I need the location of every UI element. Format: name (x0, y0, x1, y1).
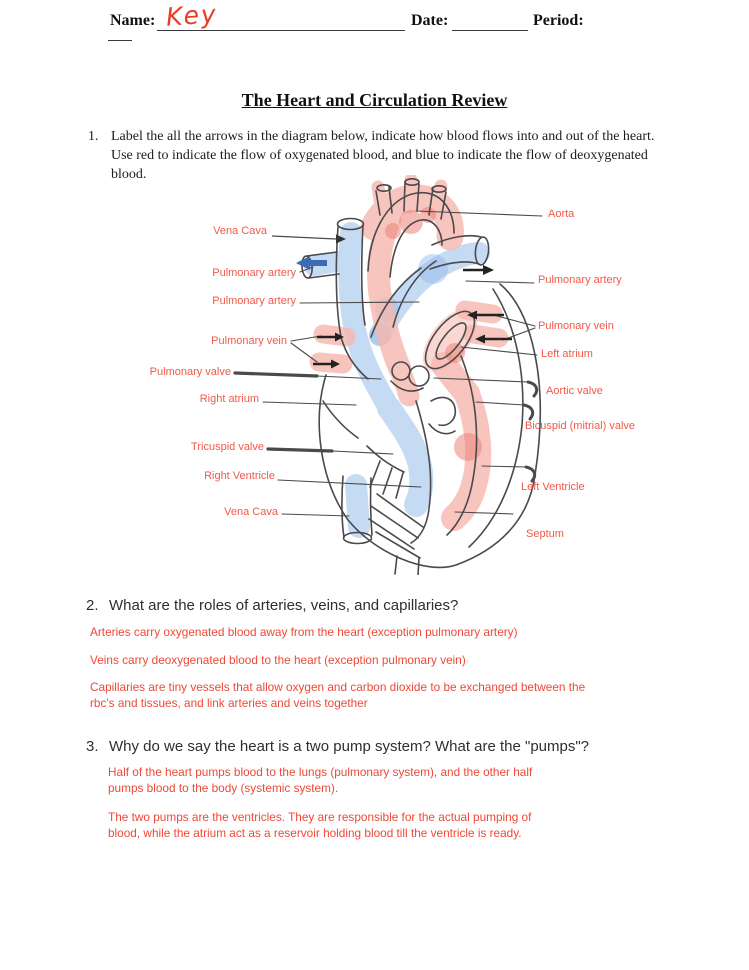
question-3-answer-2: The two pumps are the ventricles. They a… (108, 810, 532, 840)
question-2: 2. What are the roles of arteries, veins… (86, 597, 686, 614)
stray-blank-line (108, 28, 132, 41)
diagram-label-aorta: Aorta (548, 208, 575, 220)
left-pv-inflow-arrow-icon (317, 332, 344, 342)
vena-cava-pointer-arrow-icon (271, 234, 346, 244)
date-blank-line (452, 12, 528, 31)
diagram-label-tricuspid-valve: Tricuspid valve (191, 441, 264, 453)
question-2-answer-2: Veins carry deoxygenated blood to the he… (90, 653, 466, 667)
diagram-label-bicuspid-valve: Bicuspid (mitrial) valve (525, 420, 636, 432)
question-1: 1. Label the all the arrows in the diagr… (88, 127, 666, 184)
diagram-label-vena-cava-inferior: Vena Cava (224, 506, 278, 518)
diagram-label-left-atrium: Left atrium (541, 348, 593, 360)
heart-line-art-canvas (233, 175, 543, 575)
pink-highlight-dark-spots (385, 207, 482, 461)
diagram-label-pulmonary-artery-left: Pulmonary artery (212, 267, 296, 279)
question-3-number: 3. (86, 738, 99, 755)
right-pv-inflow-arrow2-icon (475, 334, 512, 344)
heart-diagram: Aorta Vena Cava Pulmonary artery Pulmona… (130, 175, 660, 575)
left-pv-inflow-arrow2-icon (313, 359, 340, 369)
question-2-text: What are the roles of arteries, veins, a… (109, 597, 459, 614)
diagram-label-pulmonary-vein-right: Pulmonary vein (538, 320, 614, 332)
question-2-number: 2. (86, 597, 99, 614)
diagram-label-aortic-valve: Aortic valve (546, 385, 603, 397)
flow-arrows (271, 234, 512, 369)
blue-outflow-arrow-icon (296, 256, 327, 270)
question-3-text: Why do we say the heart is a two pump sy… (109, 738, 590, 755)
diagram-label-vena-cava-superior: Vena Cava (213, 225, 267, 237)
diagram-label-pulmonary-vein-left: Pulmonary vein (211, 335, 287, 347)
date-label: Date: (411, 12, 449, 29)
diagram-label-left-ventricle: Left Ventricle (521, 481, 585, 493)
question-3: 3. Why do we say the heart is a two pump… (86, 738, 686, 755)
question-2-answer-1: Arteries carry oxygenated blood away fro… (90, 625, 518, 639)
period-label: Period: (533, 12, 584, 29)
diagram-label-pulmonary-valve: Pulmonary valve (149, 366, 231, 378)
diagram-label-pulmonary-artery-trunk: Pulmonary artery (212, 295, 296, 307)
question-1-text: Label the all the arrows in the diagram … (111, 129, 655, 182)
question-3-answer-1: Half of the heart pumps blood to the lun… (108, 765, 533, 795)
name-blank-line (157, 12, 405, 31)
page-title: The Heart and Circulation Review (241, 90, 508, 110)
name-label: Name: (110, 12, 156, 29)
diagram-label-septum: Septum (526, 528, 564, 540)
diagram-label-right-atrium: Right atrium (199, 393, 259, 405)
right-pa-outflow-arrow-icon (463, 265, 494, 275)
right-pv-inflow-arrow-icon (467, 310, 504, 320)
question-1-number: 1. (88, 129, 99, 144)
handwritten-name-value: Key (165, 0, 219, 32)
question-2-answer-3: Capillaries are tiny vessels that allow … (90, 680, 586, 710)
diagram-label-right-ventricle: Right Ventricle (204, 470, 275, 482)
diagram-label-pulmonary-artery-right: Pulmonary artery (538, 274, 622, 286)
